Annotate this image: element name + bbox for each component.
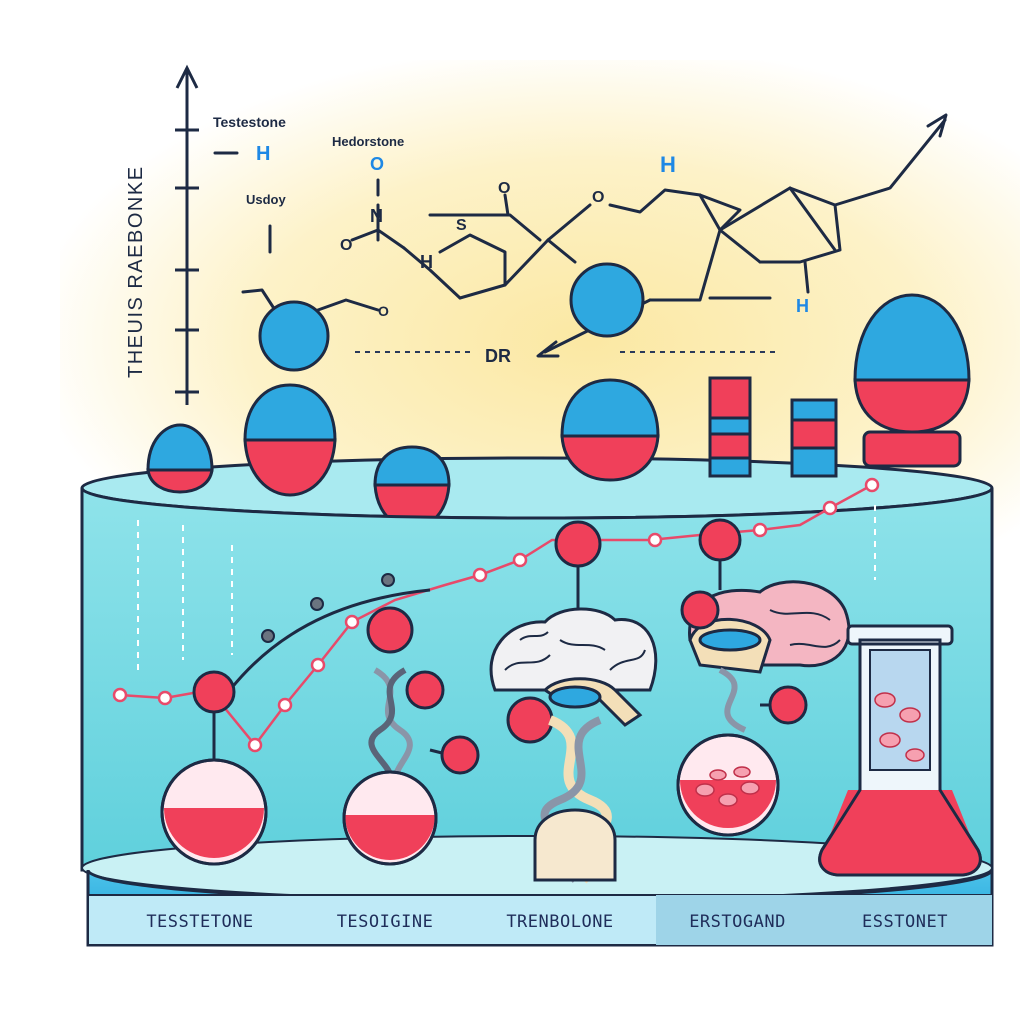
- atom-h-lower-right: H: [796, 296, 809, 316]
- egg-molecules: [146, 293, 971, 530]
- flask-2: [342, 606, 480, 866]
- base-label-3: TRENBOLONE: [506, 912, 614, 932]
- label-hedorstone: Hedorstone: [332, 134, 404, 149]
- grey-beads: [261, 573, 395, 643]
- trend-points: [112, 477, 880, 753]
- atom-o-left: O: [340, 237, 352, 254]
- base-label-2: TESOIGINE: [336, 912, 434, 932]
- atom-o-right1: O: [498, 180, 510, 197]
- atom-o-small: O: [378, 303, 389, 319]
- atom-s-mid: S: [456, 217, 467, 234]
- vertical-axis: [175, 64, 199, 405]
- base-label-1: TESSTETONE: [146, 912, 254, 932]
- brain-helix-1: [489, 520, 658, 884]
- atom-o-top: O: [370, 154, 384, 174]
- label-usdoy: Usdoy: [246, 192, 287, 207]
- blue-sphere: [569, 262, 645, 338]
- base-label-5: ESSTONET: [862, 912, 948, 932]
- atom-h-mid: H: [420, 252, 433, 272]
- conical-flask: [818, 624, 982, 877]
- flask-brain-2: [676, 518, 851, 837]
- atom-h-upper-right: H: [660, 152, 676, 177]
- atom-o-right2: O: [592, 189, 604, 206]
- base-label-4: ERSTOGAND: [689, 912, 786, 932]
- vertical-axis-title: THEUIS RAEBONKE: [125, 165, 147, 378]
- down-arrows: [137, 505, 876, 672]
- atom-n-mid: N: [370, 206, 383, 226]
- atom-h-top-left: H: [256, 143, 270, 165]
- blue-sphere: [258, 300, 330, 372]
- base-label-strip-dark: [656, 895, 992, 945]
- dark-arc: [228, 588, 431, 691]
- label-testestone: Testestone: [213, 114, 286, 130]
- flask-1: [160, 670, 268, 866]
- dr-label: DR: [485, 346, 511, 366]
